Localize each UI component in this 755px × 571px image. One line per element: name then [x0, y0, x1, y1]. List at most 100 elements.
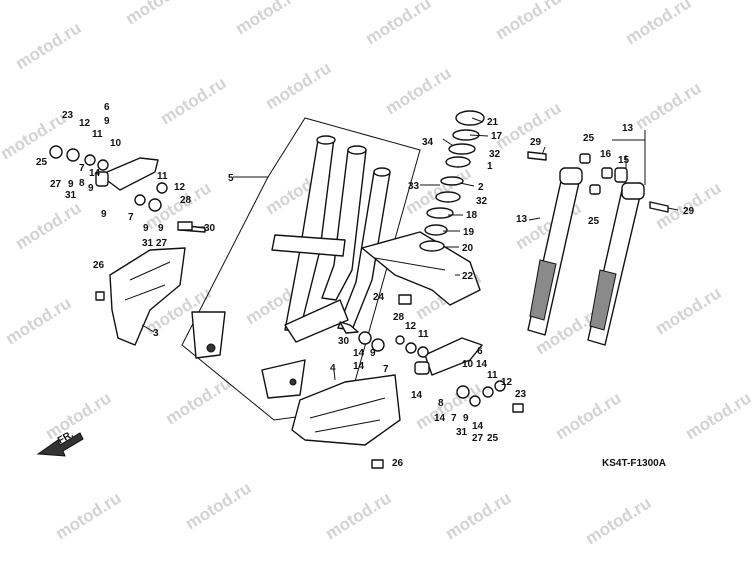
callout-14: 14: [353, 348, 365, 359]
callout-15: 15: [618, 155, 630, 166]
lower-cover: [291, 374, 401, 446]
front-direction-arrow: FR.: [36, 429, 84, 457]
callout-25: 25: [487, 433, 499, 444]
callout-9: 9: [143, 223, 149, 234]
callout-14: 14: [476, 359, 488, 370]
callout-25: 25: [583, 133, 595, 144]
callout-21: 21: [487, 117, 499, 128]
callout-25: 25: [36, 157, 48, 168]
callout-26: 26: [93, 260, 105, 271]
watermark: motod.ru: [2, 293, 75, 348]
callout-11: 11: [487, 370, 498, 381]
callout-5: 5: [228, 173, 234, 184]
callout-2: 2: [478, 182, 484, 193]
callout-27: 27: [472, 433, 484, 444]
watermark: motod.ru: [382, 63, 455, 118]
watermark: motod.ru: [12, 18, 85, 73]
callout-7: 7: [79, 163, 85, 174]
watermark: motod.ru: [582, 493, 655, 548]
callout-10: 10: [110, 138, 122, 149]
watermark: motod.ru: [262, 58, 335, 113]
watermark: motod.ru: [12, 198, 85, 253]
callout-24: 24: [373, 292, 385, 303]
watermark: motod.ru: [622, 0, 695, 48]
callout-4: 4: [330, 363, 336, 374]
callout-30: 30: [204, 223, 216, 234]
callout-12: 12: [174, 182, 186, 193]
callout-14: 14: [472, 421, 484, 432]
diagram-code: KS4T-F1300A: [602, 458, 666, 469]
callout-32: 32: [476, 196, 488, 207]
watermark: motod.ru: [232, 0, 305, 38]
watermark: motod.ru: [322, 488, 395, 543]
watermark: motod.ru: [552, 388, 625, 443]
callout-9: 9: [370, 348, 376, 359]
callout-31: 31: [456, 427, 468, 438]
right-link-cluster: [339, 321, 506, 407]
callout-22: 22: [462, 271, 474, 282]
callout-23: 23: [62, 110, 74, 121]
shock-absorbers: [527, 167, 645, 346]
front-fender: [361, 231, 481, 306]
callout-12: 12: [405, 321, 417, 332]
callout-19: 19: [463, 227, 475, 238]
callout-25: 25: [588, 216, 600, 227]
callout-30: 30: [338, 336, 350, 347]
callout-6: 6: [477, 346, 483, 357]
callout-9: 9: [101, 209, 107, 220]
callout-9: 9: [68, 179, 74, 190]
callout-7: 7: [383, 364, 389, 375]
callout-11: 11: [92, 129, 103, 140]
callout-9: 9: [88, 183, 94, 194]
callout-14: 14: [89, 168, 101, 179]
callout-13: 13: [622, 123, 634, 134]
callout-31: 31: [142, 238, 154, 249]
callout-9: 9: [104, 116, 110, 127]
callout-33: 33: [408, 181, 420, 192]
callout-29: 29: [530, 137, 542, 148]
callout-13: 13: [516, 214, 528, 225]
watermark: motod.ru: [492, 0, 565, 43]
fasteners: [95, 151, 669, 469]
callout-6: 6: [104, 102, 110, 113]
callout-14: 14: [353, 361, 365, 372]
watermark: motod.ru: [362, 0, 435, 48]
callout-28: 28: [393, 312, 405, 323]
callout-7: 7: [128, 212, 134, 223]
callout-11: 11: [418, 329, 429, 340]
watermark: motod.ru: [682, 388, 755, 443]
left-cover: [109, 247, 186, 346]
callout-27: 27: [50, 179, 62, 190]
watermark: motod.ru: [442, 488, 515, 543]
callout-12: 12: [79, 118, 91, 129]
callout-3: 3: [153, 328, 159, 339]
callout-23: 23: [515, 389, 527, 400]
callout-16: 16: [600, 149, 612, 160]
callout-14: 14: [411, 390, 423, 401]
callout-20: 20: [462, 243, 474, 254]
watermark: motod.ru: [492, 98, 565, 153]
callout-26: 26: [392, 458, 404, 469]
callout-8: 8: [79, 178, 85, 189]
callout-18: 18: [466, 210, 478, 221]
callout-27: 27: [156, 238, 168, 249]
callout-labels: 23 12 11 6 9 10 25 27 9 7 14 8 31 9 9 11…: [36, 102, 695, 469]
callout-17: 17: [491, 131, 503, 142]
callout-11: 11: [157, 171, 168, 182]
watermark: motod.ru: [652, 283, 725, 338]
watermark: motod.ru: [182, 478, 255, 533]
callout-34: 34: [422, 137, 434, 148]
callout-14: 14: [434, 413, 446, 424]
watermark: motod.ru: [52, 488, 125, 543]
watermark: motod.ru: [162, 373, 235, 428]
front-fork-frame: [191, 135, 391, 399]
watermark: motod.ru: [122, 0, 195, 28]
callout-1: 1: [487, 161, 493, 172]
bearing-stack: [419, 110, 485, 252]
callout-32: 32: [489, 149, 501, 160]
callout-7: 7: [451, 413, 457, 424]
callout-31: 31: [65, 190, 77, 201]
watermark: motod.ru: [632, 78, 705, 133]
